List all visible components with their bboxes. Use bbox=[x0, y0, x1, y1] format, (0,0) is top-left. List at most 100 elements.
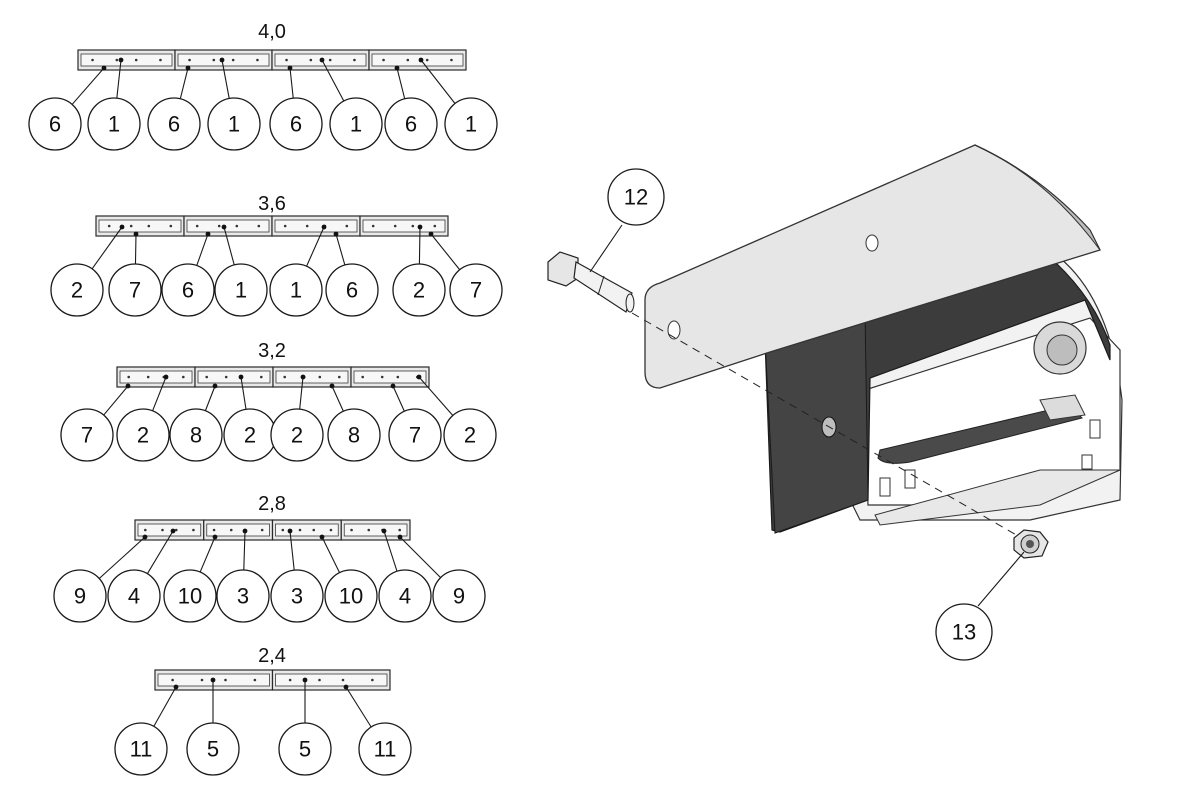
strip-hole bbox=[192, 528, 195, 532]
strip-hole bbox=[235, 224, 239, 228]
leader-line bbox=[71, 67, 105, 105]
width-label-2-4: 2,4 bbox=[258, 645, 286, 667]
leader-dot bbox=[101, 65, 107, 71]
strip-hole bbox=[393, 224, 397, 228]
part-balloon-label: 8 bbox=[348, 423, 360, 448]
part-balloon-circle bbox=[270, 569, 324, 623]
part-balloon-label: 6 bbox=[182, 278, 194, 303]
strip-hole bbox=[298, 528, 302, 532]
leader-dot bbox=[428, 231, 434, 237]
strip-hole bbox=[288, 678, 292, 682]
leader-line bbox=[299, 376, 304, 410]
part-balloon: 1 bbox=[444, 97, 498, 151]
part-balloon-label: 8 bbox=[190, 423, 202, 448]
leader-dot bbox=[118, 57, 124, 63]
part-balloon-label: 2 bbox=[464, 423, 476, 448]
main-plate-hole-bolt bbox=[667, 320, 681, 340]
strip-hole bbox=[161, 528, 164, 532]
strip-hole bbox=[159, 58, 162, 62]
strip-hole bbox=[127, 375, 130, 379]
strip-hole bbox=[256, 58, 259, 62]
part-balloon-label: 11 bbox=[374, 737, 397, 762]
part-balloon-circle bbox=[53, 569, 107, 623]
leader-dot bbox=[142, 534, 148, 540]
leader-line bbox=[335, 233, 346, 266]
part-balloon: 6 bbox=[269, 97, 323, 151]
part-balloon-label: 11 bbox=[130, 737, 153, 762]
strip-hole bbox=[329, 528, 333, 532]
assembly-view: 12 13 bbox=[547, 144, 1123, 661]
strip-hole bbox=[212, 58, 216, 62]
part-balloon-circle bbox=[163, 569, 217, 623]
leader-lines bbox=[71, 57, 461, 728]
part-balloon: 2 bbox=[50, 263, 104, 317]
part-balloon-circle bbox=[216, 569, 270, 623]
part-balloon: 4 bbox=[107, 569, 161, 623]
strip-row bbox=[77, 49, 467, 71]
part-balloon-circle bbox=[116, 408, 170, 462]
strip-segment-inner bbox=[137, 523, 202, 537]
leader-13 bbox=[977, 551, 1025, 607]
part-balloon: 2 bbox=[223, 408, 277, 462]
strip-hole bbox=[406, 58, 410, 62]
bracket-plate bbox=[877, 404, 1083, 464]
strip-hole bbox=[200, 678, 204, 682]
part-balloon-label: 1 bbox=[350, 112, 362, 137]
part-balloon-label: 3 bbox=[291, 584, 303, 609]
leader-dot bbox=[242, 528, 248, 534]
part-balloon-label: 2 bbox=[244, 423, 256, 448]
edge-strips bbox=[77, 49, 467, 691]
part-balloon-label: 1 bbox=[235, 278, 247, 303]
part-balloon-circle bbox=[278, 722, 332, 776]
part-balloon-circle bbox=[388, 408, 442, 462]
bracket-tab bbox=[1039, 394, 1086, 421]
strip-hole bbox=[146, 375, 150, 379]
strip-segment-inner bbox=[197, 370, 271, 384]
callout-13-label: 13 bbox=[952, 620, 976, 645]
part-balloon: 6 bbox=[325, 263, 379, 317]
strip-hole bbox=[217, 224, 221, 228]
strip-hole bbox=[283, 375, 287, 379]
part-balloon-circle bbox=[329, 97, 383, 151]
strip-segment-inner bbox=[98, 219, 182, 233]
leader-line bbox=[418, 376, 454, 416]
part-balloon-label: 10 bbox=[178, 584, 202, 609]
leader-dot bbox=[418, 57, 424, 63]
part-balloon-circle bbox=[207, 97, 261, 151]
strip-segment-inner bbox=[274, 219, 358, 233]
strip-hole bbox=[338, 375, 341, 379]
slot-left bbox=[879, 477, 891, 497]
leader-dot bbox=[221, 224, 227, 230]
strip-segment-inner bbox=[275, 370, 349, 384]
leader-line bbox=[153, 686, 177, 727]
leader-dot bbox=[185, 65, 191, 71]
part-balloon: 11 bbox=[114, 722, 168, 776]
leader-line bbox=[430, 233, 461, 271]
leader-dot bbox=[394, 65, 400, 71]
strip-hole bbox=[341, 678, 345, 682]
strip-hole bbox=[224, 375, 228, 379]
leader-line bbox=[321, 59, 345, 102]
part-balloon: 2 bbox=[443, 408, 497, 462]
strip-segment-inner bbox=[275, 523, 339, 537]
strip-row bbox=[95, 215, 449, 237]
pivot-boss-inner bbox=[1046, 334, 1078, 366]
part-balloon: 3 bbox=[216, 569, 270, 623]
leader-line bbox=[392, 385, 405, 412]
part-balloon-circle bbox=[327, 408, 381, 462]
strip-segment-inner bbox=[362, 219, 446, 233]
strip-hole bbox=[171, 678, 174, 682]
part-balloon-label: 9 bbox=[453, 584, 465, 609]
strip-hole bbox=[174, 528, 178, 532]
part-balloon: 5 bbox=[278, 722, 332, 776]
strip-hole bbox=[353, 58, 356, 62]
strip-segment-inner bbox=[186, 219, 270, 233]
strip-hole bbox=[305, 224, 309, 228]
leader-line bbox=[306, 226, 325, 267]
strip-hole bbox=[371, 224, 375, 228]
part-balloon-circle bbox=[324, 569, 378, 623]
strip-hole bbox=[129, 224, 133, 228]
strip-hole bbox=[182, 375, 185, 379]
part-balloon-circle bbox=[60, 408, 114, 462]
leader-line bbox=[152, 376, 167, 412]
